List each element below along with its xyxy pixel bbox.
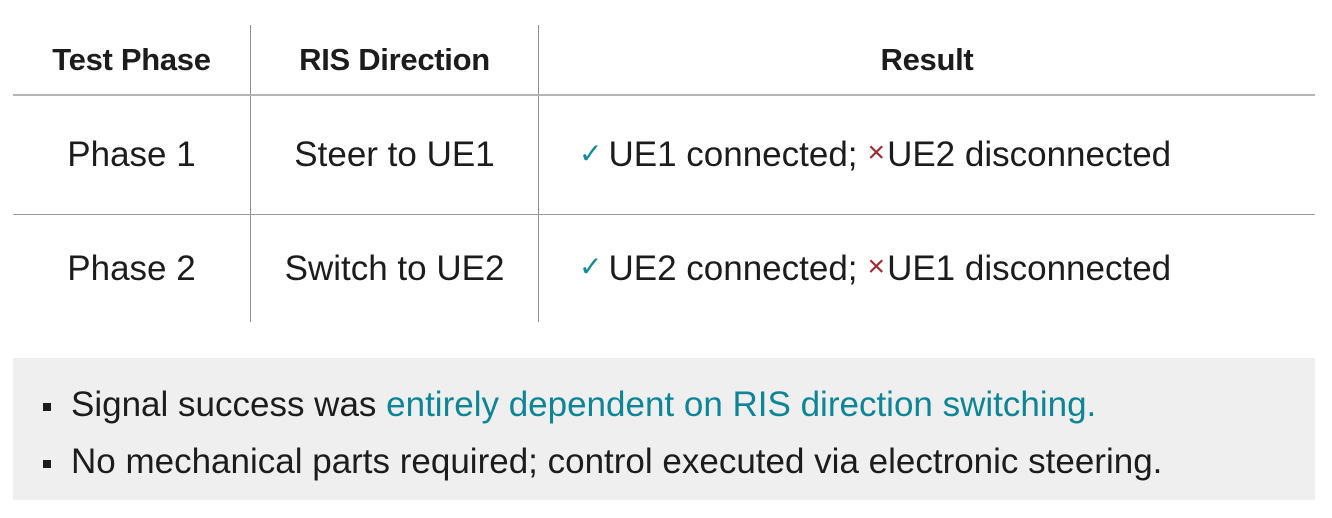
cell-ris-direction: Steer to UE1 — [250, 96, 538, 214]
bullet-prefix: Signal success was — [71, 385, 387, 424]
results-table: Test Phase RIS Direction Result Phase 1 … — [13, 25, 1315, 322]
cell-result: ✓ UE2 connected; × UE1 disconnected — [538, 215, 1315, 322]
bullet-highlight: entirely dependent on RIS direction swit… — [386, 385, 1097, 424]
table-row: Phase 2 Switch to UE2 ✓ UE2 connected; ×… — [13, 215, 1315, 322]
square-bullet-icon — [43, 459, 51, 468]
header-test-phase: Test Phase — [52, 41, 211, 77]
failure-text: UE1 disconnected — [887, 248, 1172, 288]
summary-bullet: No mechanical parts required; control ex… — [43, 433, 1315, 490]
check-icon: ✓ — [579, 251, 603, 282]
bullet-text: No mechanical parts required; control ex… — [71, 442, 1163, 481]
summary-bullet: Signal success was entirely dependent on… — [43, 376, 1315, 433]
cross-icon: × — [867, 249, 886, 283]
success-text: UE2 connected; — [608, 248, 858, 288]
cell-result: ✓ UE1 connected; × UE2 disconnected — [538, 96, 1315, 214]
table-row: Phase 1 Steer to UE1 ✓ UE1 connected; × … — [13, 96, 1315, 215]
header-result: Result — [538, 25, 1315, 94]
cell-test-phase: Phase 2 — [67, 248, 196, 288]
header-ris-direction: RIS Direction — [250, 25, 538, 94]
table-header-row: Test Phase RIS Direction Result — [13, 25, 1315, 96]
cell-test-phase: Phase 1 — [67, 135, 196, 174]
success-text: UE1 connected; — [608, 135, 858, 174]
bullet-text: Signal success was entirely dependent on… — [71, 376, 1096, 433]
check-icon: ✓ — [579, 137, 603, 169]
failure-text: UE2 disconnected — [887, 135, 1172, 174]
cross-icon: × — [867, 136, 886, 169]
summary-note-box: Signal success was entirely dependent on… — [13, 358, 1315, 500]
cell-ris-direction: Switch to UE2 — [250, 215, 538, 322]
square-bullet-icon — [43, 402, 51, 411]
